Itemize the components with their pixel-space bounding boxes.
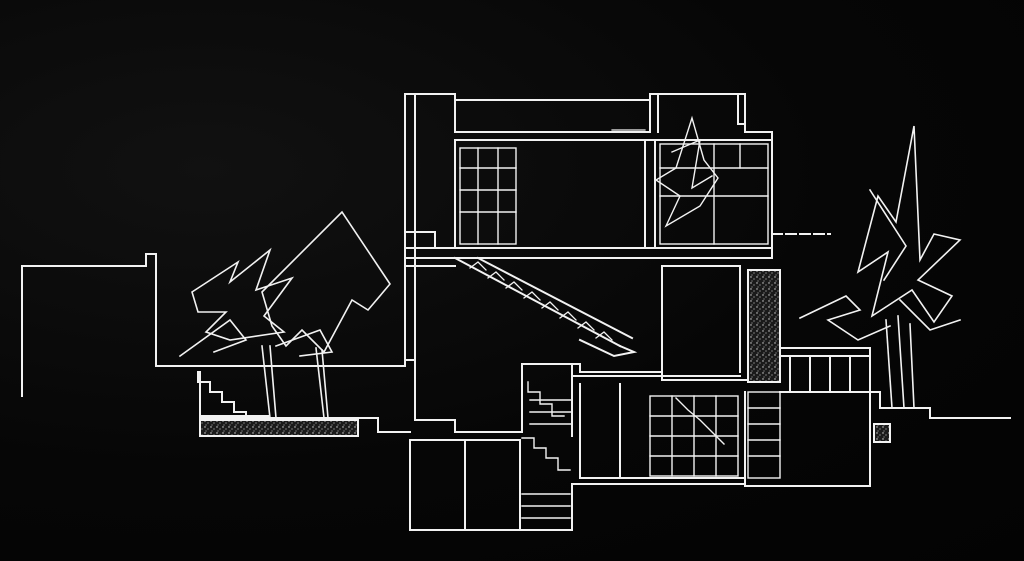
upper-room-partition [454, 139, 773, 249]
window-tree-reflection [654, 115, 719, 228]
lower-left-steps [521, 437, 571, 519]
mid-floor-walls [414, 265, 741, 433]
left-tree-foliage [178, 210, 391, 419]
left-ground-line [357, 417, 411, 437]
lower-floor-walls [409, 383, 746, 531]
upper-left-shelving [459, 147, 517, 245]
right-tree-foliage [798, 125, 962, 409]
left-planter-soil [199, 419, 359, 437]
stair-treads [469, 261, 613, 341]
lower-right-stair [747, 391, 781, 479]
left-boundary-wall [21, 253, 406, 397]
upper-floor-slab [404, 231, 773, 267]
lower-center-stair [649, 395, 739, 477]
main-staircase [453, 256, 638, 358]
right-ground-line [879, 391, 1011, 419]
chimney-masonry [747, 269, 781, 383]
right-terrace [744, 347, 881, 487]
right-planter-soil [873, 423, 891, 443]
upper-right-window [659, 143, 769, 245]
lower-stair-run [527, 381, 573, 425]
left-garden-steps [197, 371, 361, 421]
